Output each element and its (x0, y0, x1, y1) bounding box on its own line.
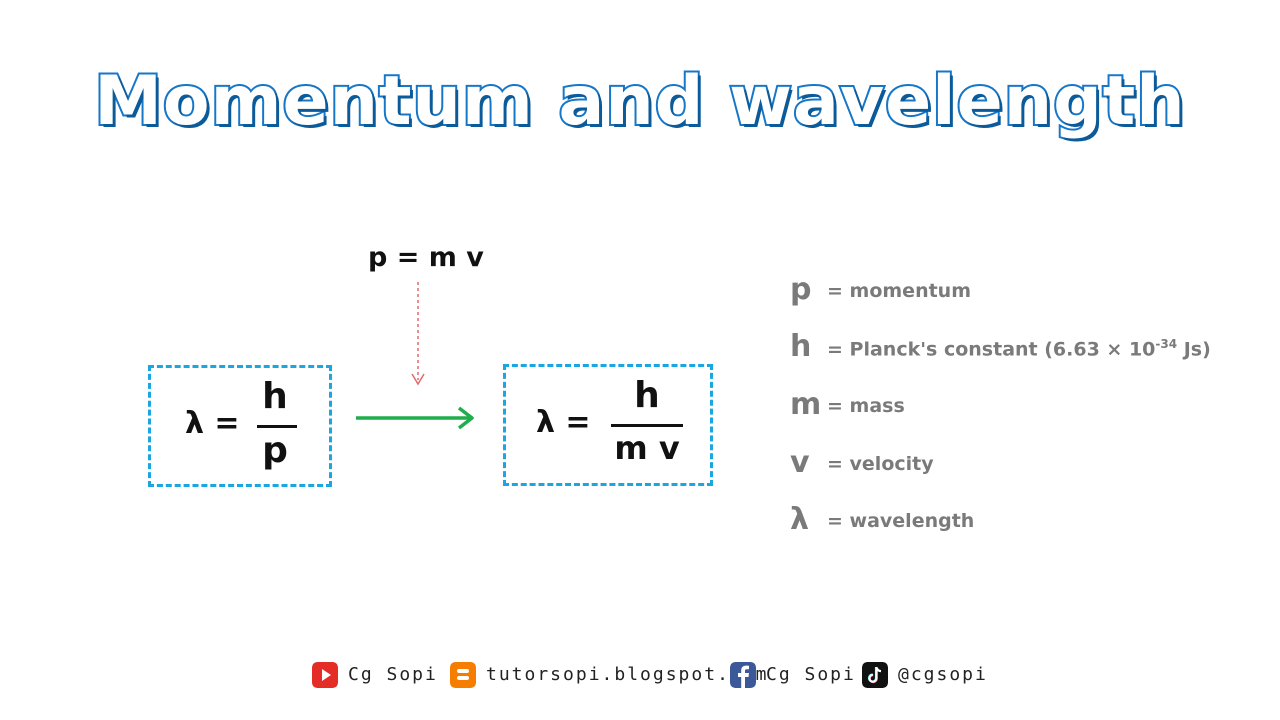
legend-description: = velocity (827, 453, 934, 475)
legend-suffix: Js) (1177, 338, 1211, 361)
lambda-lhs: λ = (185, 406, 240, 441)
lambda-lhs: λ = (536, 405, 591, 440)
legend-description: = wavelength (827, 510, 975, 532)
facebook-link[interactable]: Cg Sopi (730, 660, 854, 690)
youtube-icon (312, 662, 338, 688)
formula-box-left: λ = h p (148, 365, 332, 487)
fraction-bar (257, 425, 297, 428)
fraction-denominator: m v (614, 429, 680, 467)
blog-link[interactable]: tutorsopi.blogspot.com (450, 660, 766, 690)
legend-description: = Planck's constant (6.63 × 10 (827, 338, 1156, 361)
substitution-label: p = m v (368, 242, 484, 273)
facebook-icon (730, 662, 756, 688)
facebook-label: Cg Sopi (766, 664, 856, 685)
tiktok-link[interactable]: @cgsopi (862, 660, 986, 690)
transform-arrow (356, 406, 474, 430)
fraction-denominator: p (262, 430, 288, 471)
legend-description-group: = Planck's constant (6.63 × 10-34 Js) (827, 337, 1211, 360)
tiktok-icon (862, 662, 888, 688)
formula-box-right: λ = h m v (503, 364, 713, 486)
legend-symbol: λ (790, 502, 809, 537)
page-title: Momentum and wavelength (92, 60, 1186, 143)
fraction-numerator: h (262, 376, 288, 417)
legend-description: = mass (827, 395, 905, 417)
legend-symbol: m (790, 387, 822, 422)
legend-symbol: h (790, 329, 812, 364)
youtube-label: Cg Sopi (348, 664, 438, 685)
fraction-numerator: h (634, 375, 660, 416)
tiktok-label: @cgsopi (898, 664, 988, 685)
legend-description: = momentum (827, 280, 972, 302)
fraction-bar (611, 424, 683, 427)
blogger-icon (450, 662, 476, 688)
legend-symbol: p (790, 272, 812, 307)
legend-symbol: v (790, 445, 810, 480)
blog-label: tutorsopi.blogspot.com (486, 664, 769, 685)
youtube-link[interactable]: Cg Sopi (312, 660, 436, 690)
substitution-arrow (411, 282, 425, 386)
legend-exponent: -34 (1155, 337, 1178, 351)
